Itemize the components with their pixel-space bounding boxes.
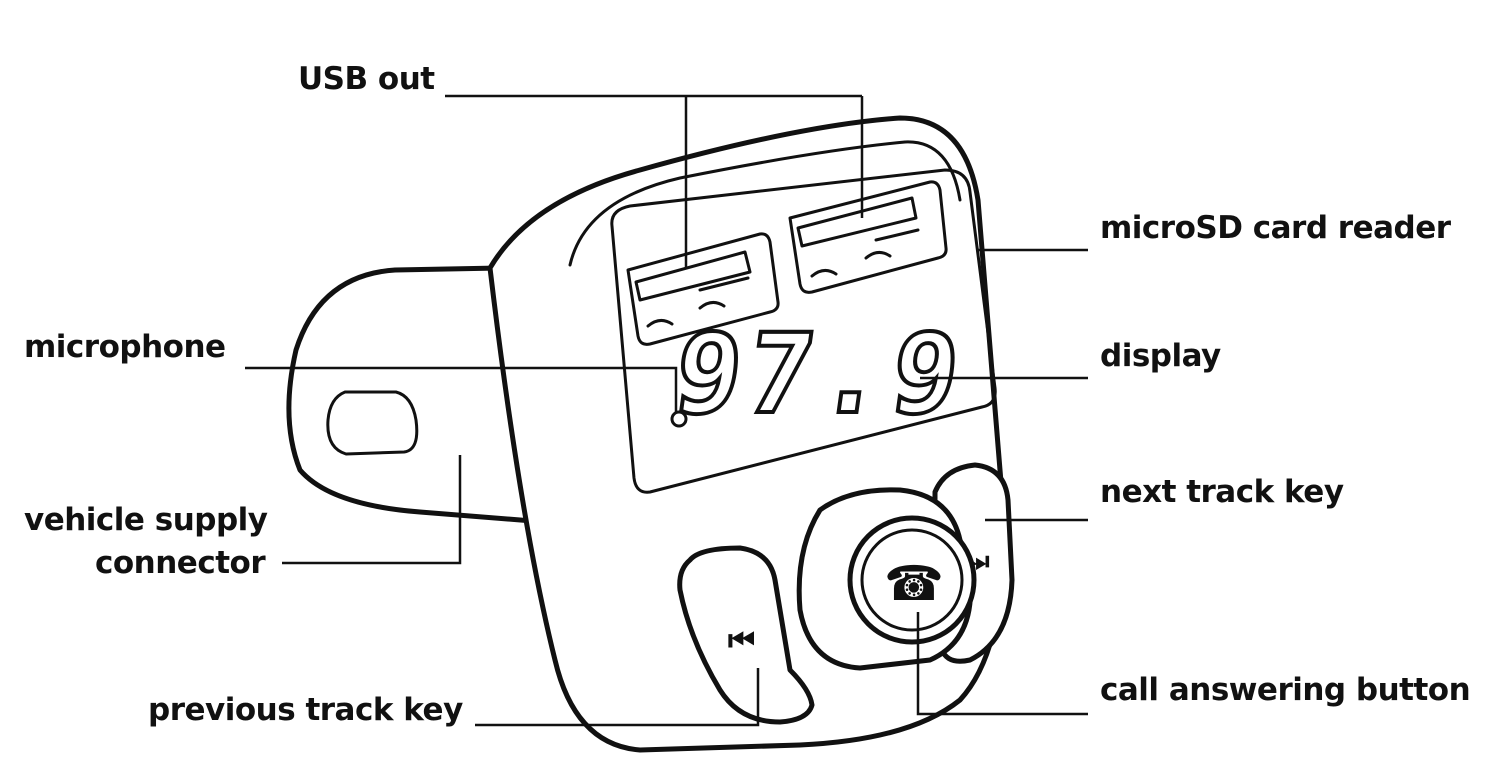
label-microsd-card-reader: microSD card reader xyxy=(1100,210,1452,246)
label-next-track-key: next track key xyxy=(1100,474,1344,510)
display-reading: 97.9 xyxy=(666,310,973,438)
phone-handset-icon: ☎ xyxy=(884,556,944,612)
leader-lines xyxy=(245,94,1088,727)
previous-track-icon: ⏮ xyxy=(728,623,755,658)
microphone-hole xyxy=(670,410,688,428)
label-display: display xyxy=(1100,338,1221,374)
label-microphone: microphone xyxy=(24,329,226,365)
label-previous-track-key: previous track key xyxy=(148,692,463,728)
call-answering-button[interactable]: ☎ xyxy=(796,487,977,671)
usb-port-left xyxy=(626,232,780,346)
usb-port-right xyxy=(788,180,948,294)
label-call-answering-button: call answering button xyxy=(1100,672,1470,708)
label-vehicle-supply-line2: connector xyxy=(95,545,266,581)
label-vehicle-supply-line1: vehicle supply xyxy=(24,502,268,538)
vehicle-supply-connector xyxy=(286,265,548,525)
label-usb-out: USB out xyxy=(298,61,435,97)
previous-track-key[interactable]: ⏮ xyxy=(677,545,815,725)
